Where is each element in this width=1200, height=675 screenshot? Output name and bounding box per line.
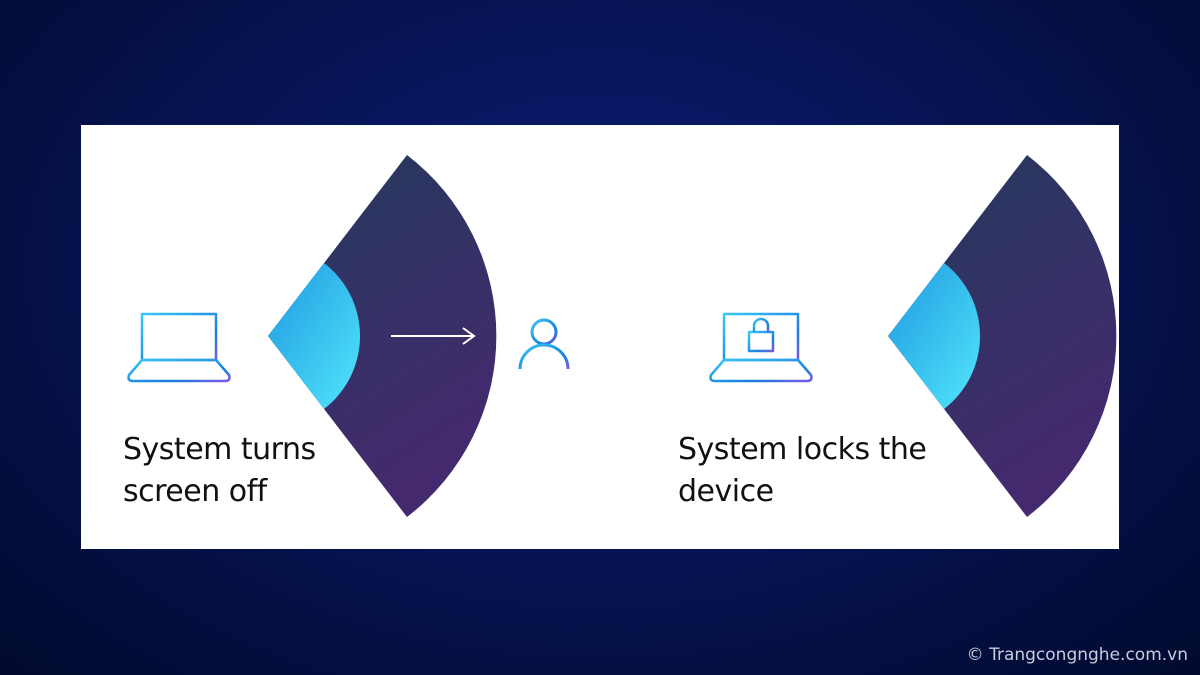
caption-line: screen off — [123, 474, 267, 509]
caption-line: System locks the — [678, 432, 927, 467]
caption-line: System turns — [123, 432, 316, 467]
person-icon — [518, 318, 570, 370]
laptop-icon — [127, 312, 231, 383]
watermark: © Trangcongnghe.com.vn — [966, 645, 1188, 665]
arrow-right-icon — [391, 327, 476, 345]
sensor-fan-left — [268, 155, 497, 517]
diagram-art — [127, 155, 1117, 517]
laptop-lock-icon — [709, 312, 813, 383]
caption-screen-off: System turns screen off — [123, 429, 316, 513]
caption-locks-device: System locks the device — [678, 429, 927, 513]
diagram-card: System turns screen off System locks the… — [81, 125, 1119, 549]
caption-line: device — [678, 474, 774, 509]
sensor-fan-right — [888, 155, 1117, 517]
